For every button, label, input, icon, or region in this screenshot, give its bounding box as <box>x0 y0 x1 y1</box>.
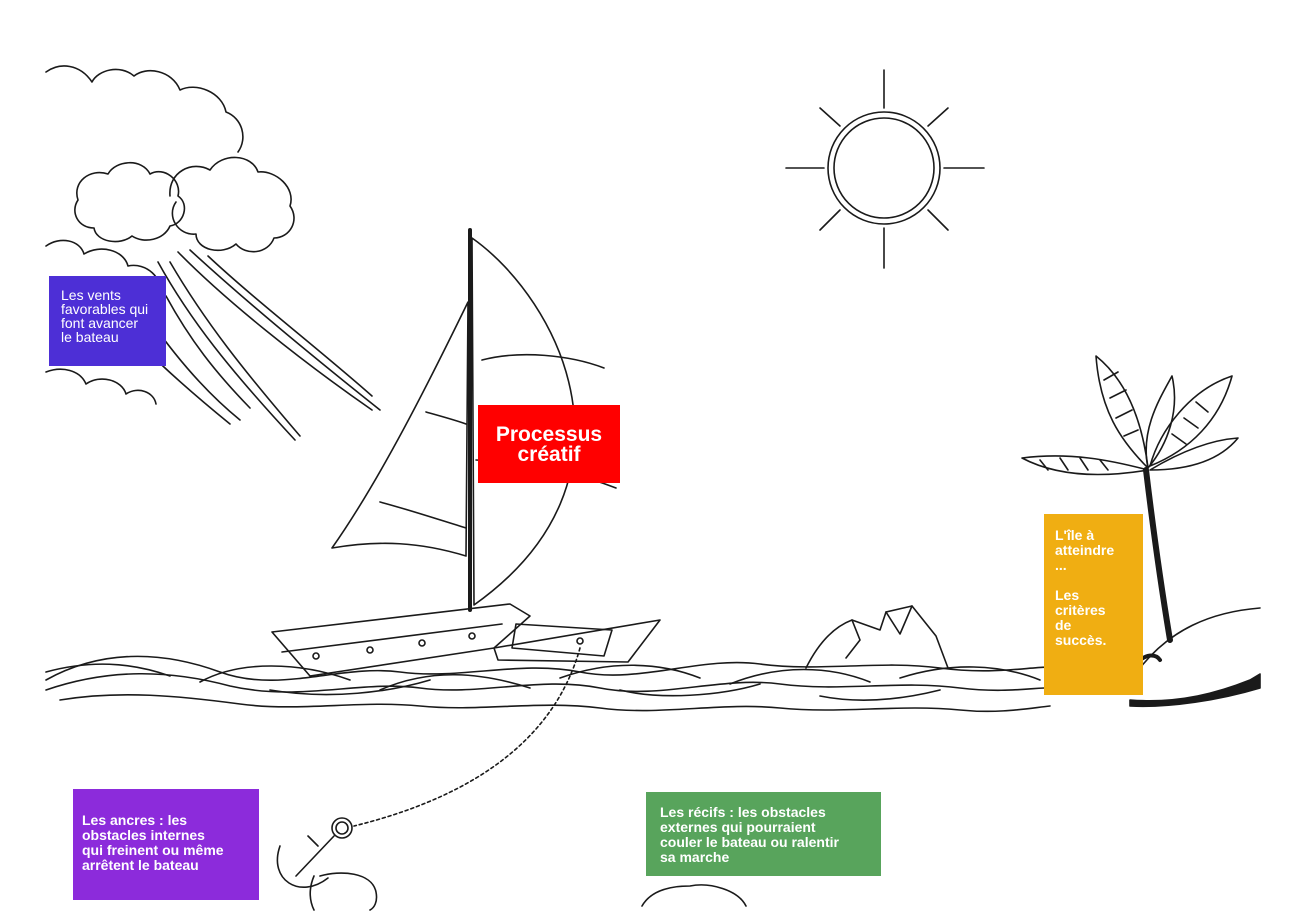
note-creative-process: Processus créatif <box>478 405 620 483</box>
note-text-line: obstacles internes <box>82 827 205 843</box>
note-text-line: favorables qui <box>61 301 149 317</box>
note-text-line: Les récifs : les obstacles <box>660 804 826 820</box>
reef-rock <box>641 884 747 907</box>
note-text-line: atteindre <box>1055 542 1115 558</box>
note-favorable-winds: Les vents favorables qui font avancer le… <box>49 276 166 366</box>
note-text-line: succès. <box>1055 632 1107 648</box>
note-text-line: critères <box>1055 602 1106 618</box>
anchor-icon <box>276 817 378 911</box>
note-text-line: sa marche <box>660 849 730 865</box>
note-anchors: Les ancres : les obstacles internes qui … <box>73 789 259 900</box>
note-text-line: L'île à <box>1055 527 1095 543</box>
island-icon <box>1129 653 1261 708</box>
note-text-line: le bateau <box>61 329 119 345</box>
note-text-line: arrêtent le bateau <box>82 857 199 873</box>
palm-tree-icon <box>1021 355 1239 643</box>
cloud-icon <box>45 65 295 405</box>
sun-icon <box>785 69 985 269</box>
rock-icon <box>805 605 949 669</box>
note-text-line: externes qui pourraient <box>660 819 816 835</box>
note-text-line: couler le bateau ou ralentir <box>660 834 839 850</box>
note-text-line: Processus <box>495 423 603 446</box>
note-spacer <box>1055 573 1143 588</box>
note-island-goal: L'île à atteindre ... Les critères de su… <box>1044 514 1143 695</box>
note-text-line: Les ancres : les <box>82 812 188 828</box>
note-reefs: Les récifs : les obstacles externes qui … <box>646 792 881 876</box>
note-text-line: Les <box>1055 587 1080 603</box>
note-text-line: ... <box>1055 557 1067 573</box>
note-text-line: font avancer <box>61 315 139 331</box>
note-text-line: Les vents <box>61 287 121 303</box>
note-text-line: créatif <box>517 443 581 466</box>
wave-icon <box>45 607 1261 713</box>
note-text-line: qui freinent ou même <box>82 842 224 858</box>
anchor-rope <box>353 647 581 827</box>
wind-icon <box>139 249 381 441</box>
note-text-line: de <box>1055 617 1072 633</box>
